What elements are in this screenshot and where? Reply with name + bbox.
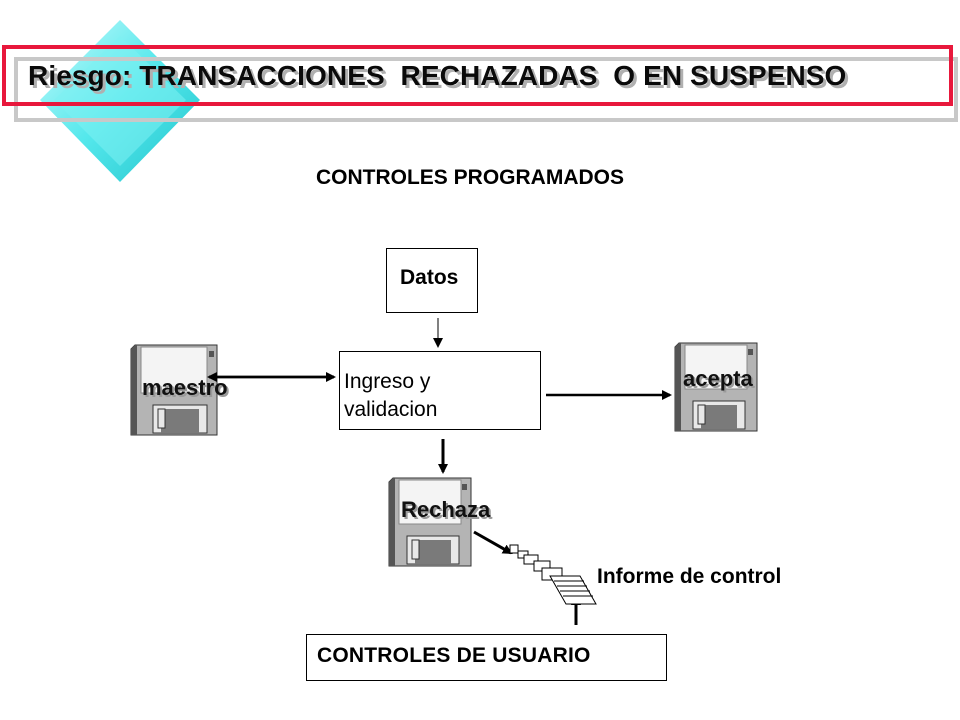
rechaza-label: Rechaza [401,497,491,522]
page-title: Riesgo: TRANSACCIONES RECHAZADAS O EN SU… [28,60,847,91]
title-frame-shadow [14,57,958,122]
title-frame [2,45,953,106]
acepta-disk-icon [674,342,758,432]
proceso-label-line1: Ingreso y [344,370,431,393]
section-title: CONTROLES PROGRAMADOS [315,166,624,189]
controles-usuario-node: CONTROLES DE USUARIO [306,634,667,681]
acepta-label: acepta [683,366,753,391]
proceso-label-line2: validacion [344,398,438,421]
report-printout-icon [509,544,597,605]
diamond-inner [54,36,186,166]
arrow-to-informe [473,530,513,555]
ingreso-validacion-node: Ingreso y validacion [339,351,541,430]
rechaza-disk-icon [388,477,472,567]
maestro-disk-icon [130,344,218,436]
datos-node: Datos [386,248,478,313]
maestro-label: maestro [142,375,228,400]
informe-label: Informe de control [597,565,782,588]
